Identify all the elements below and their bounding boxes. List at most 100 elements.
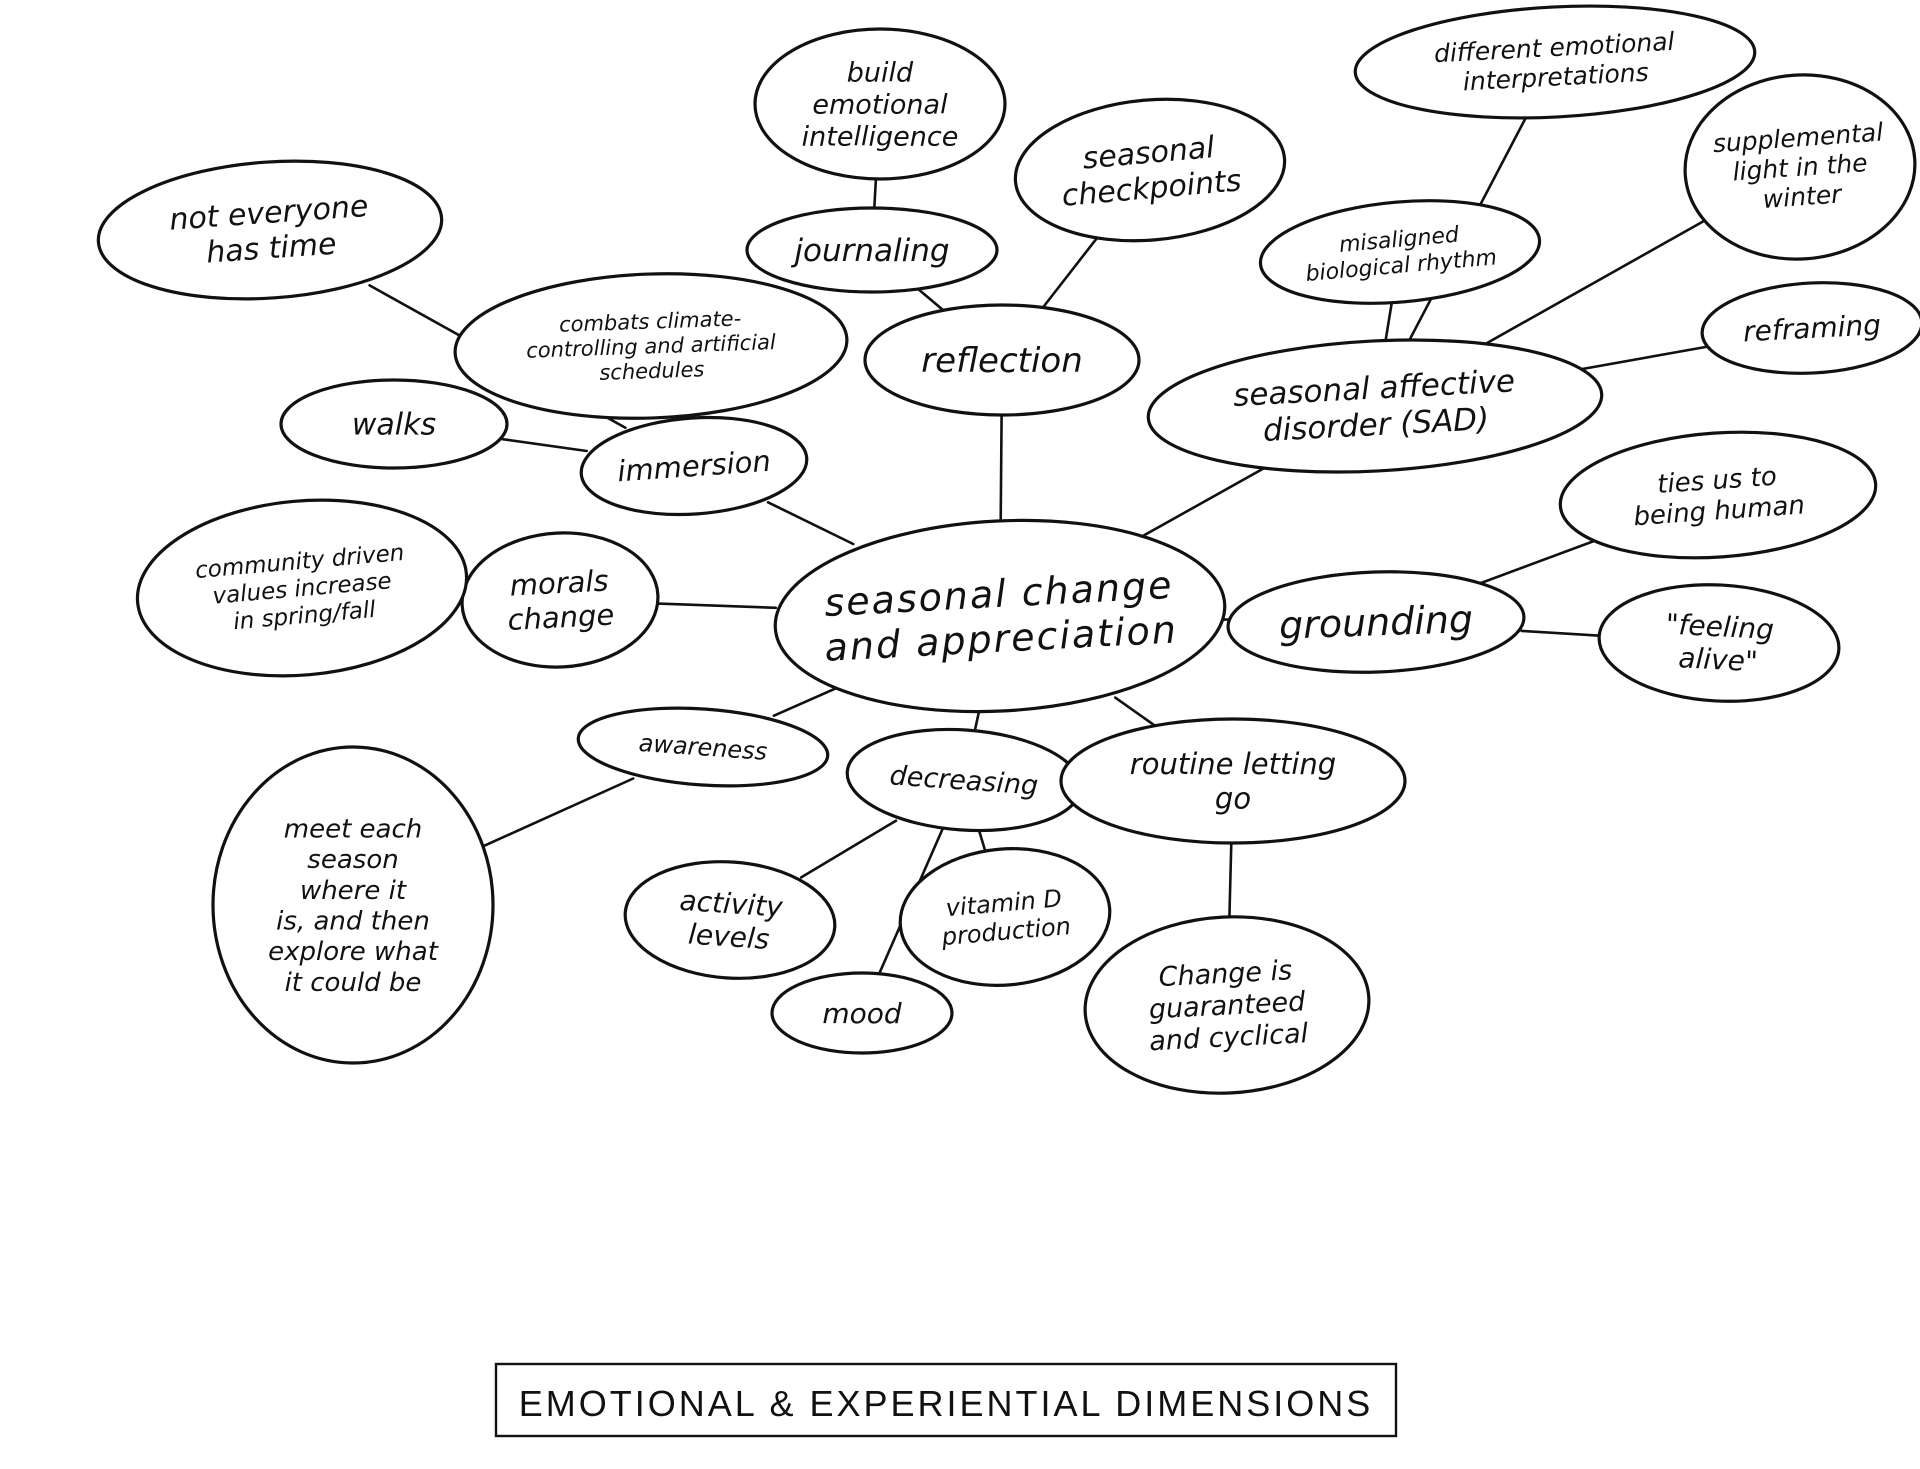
node-journaling: journaling — [745, 206, 999, 294]
node-walks-label-line: walks — [352, 408, 436, 443]
node-journaling-bubble — [745, 206, 999, 294]
node-grounding: grounding — [1226, 570, 1526, 674]
edge-layer — [368, 115, 1713, 976]
edge-decreasing-to-activity — [799, 819, 898, 879]
node-meet-season-label-line: season — [307, 845, 398, 875]
node-routine-bubble — [1059, 717, 1407, 845]
node-awareness-bubble — [576, 706, 830, 788]
diagram-title-frame: EMOTIONAL & EXPERIENTIAL DIMENSIONS — [494, 1362, 1398, 1438]
node-immersion: immersion — [579, 415, 809, 517]
node-feeling-alive-label-line: "feeling — [1665, 608, 1775, 647]
node-supplemental-label-line: winter — [1762, 179, 1844, 214]
node-checkpoints-bubble — [1013, 97, 1287, 243]
edge-grounding-to-ties-human — [1474, 536, 1605, 587]
node-feeling-alive-bubble — [1597, 583, 1841, 703]
edge-sad-to-misaligned — [1384, 300, 1394, 343]
node-not-everyone-bubble — [96, 159, 444, 301]
title-box — [494, 1362, 1398, 1438]
node-build-ei-label-line: emotional — [812, 90, 948, 121]
node-combats-label-line: schedules — [599, 357, 705, 385]
node-routine-label-line: routine letting — [1130, 747, 1336, 781]
node-center-bubble — [773, 518, 1227, 714]
edge-journaling-to-build-ei — [872, 177, 878, 210]
node-decreasing: decreasing — [845, 727, 1083, 833]
edge-center-to-routine — [1113, 696, 1157, 728]
node-vitamin-d-bubble — [898, 847, 1112, 987]
edge-immersion-to-walks — [498, 437, 589, 453]
node-immersion-bubble — [579, 415, 809, 517]
edge-center-to-immersion — [766, 500, 855, 546]
node-community-bubble — [135, 498, 469, 678]
edge-awareness-to-meet-season — [481, 777, 635, 848]
node-meet-season-label-line: where it — [300, 876, 407, 906]
node-morals-bubble — [460, 531, 660, 669]
node-misaligned-bubble — [1258, 199, 1542, 305]
node-different-emotional-bubble — [1353, 4, 1757, 120]
node-combats-bubble — [453, 272, 849, 420]
node-reflection-bubble — [863, 303, 1141, 417]
edge-center-to-sad — [1134, 462, 1273, 542]
node-routine-label-line: go — [1215, 781, 1251, 815]
node-activity-bubble — [623, 860, 837, 980]
node-activity-label-line: levels — [687, 917, 770, 956]
edge-center-to-morals — [656, 602, 778, 610]
node-reframing-label-line: reframing — [1742, 308, 1881, 348]
node-journaling-label-line: journaling — [790, 233, 949, 269]
node-feeling-alive-label-line: alive" — [1678, 641, 1759, 678]
node-grounding-label-line: grounding — [1278, 597, 1473, 648]
node-combats: combats climate-controlling and artifici… — [453, 272, 849, 420]
node-meet-season-label-line: it could be — [285, 968, 422, 998]
edge-routine-to-change-guaranteed — [1228, 841, 1233, 919]
node-grounding-bubble — [1226, 570, 1526, 674]
node-reframing: reframing — [1700, 281, 1920, 375]
node-sad-bubble — [1146, 338, 1604, 474]
node-supplemental-bubble — [1683, 73, 1917, 261]
node-build-ei-label-line: build — [847, 58, 914, 89]
node-build-ei-bubble — [753, 27, 1007, 181]
node-mood-label-line: mood — [822, 997, 902, 1030]
edge-reflection-to-journaling — [916, 287, 945, 312]
edge-center-to-awareness — [772, 683, 846, 718]
edge-reflection-to-checkpoints — [1041, 233, 1101, 309]
node-mood: mood — [770, 971, 954, 1055]
edge-center-to-decreasing — [973, 709, 981, 732]
edge-sad-to-supplemental — [1476, 218, 1708, 350]
edge-sad-to-reframing — [1566, 344, 1713, 373]
node-walks: walks — [279, 378, 509, 470]
edge-center-to-reflection — [999, 413, 1003, 523]
node-build-ei-label-line: intelligence — [802, 121, 959, 152]
node-reframing-bubble — [1700, 281, 1920, 375]
node-meet-season-label-line: is, and then — [276, 906, 430, 936]
node-change-guaranteed-label-line: Change is — [1158, 955, 1293, 993]
node-meet-season-label-line: explore what — [268, 937, 439, 967]
node-morals-label-line: morals — [509, 563, 610, 602]
node-reflection: reflection — [863, 303, 1141, 417]
node-activity-label-line: activity — [678, 884, 784, 924]
node-awareness: awareness — [576, 706, 830, 788]
node-reflection-label-line: reflection — [921, 341, 1083, 381]
node-ties-human-bubble — [1558, 430, 1878, 560]
node-walks-bubble — [279, 378, 509, 470]
edge-decreasing-to-vitamin-d — [977, 828, 987, 852]
edge-grounding-to-feeling-alive — [1520, 629, 1602, 638]
node-meet-season-label-line: meet each — [284, 814, 422, 844]
node-meet-season-bubble — [211, 745, 495, 1065]
